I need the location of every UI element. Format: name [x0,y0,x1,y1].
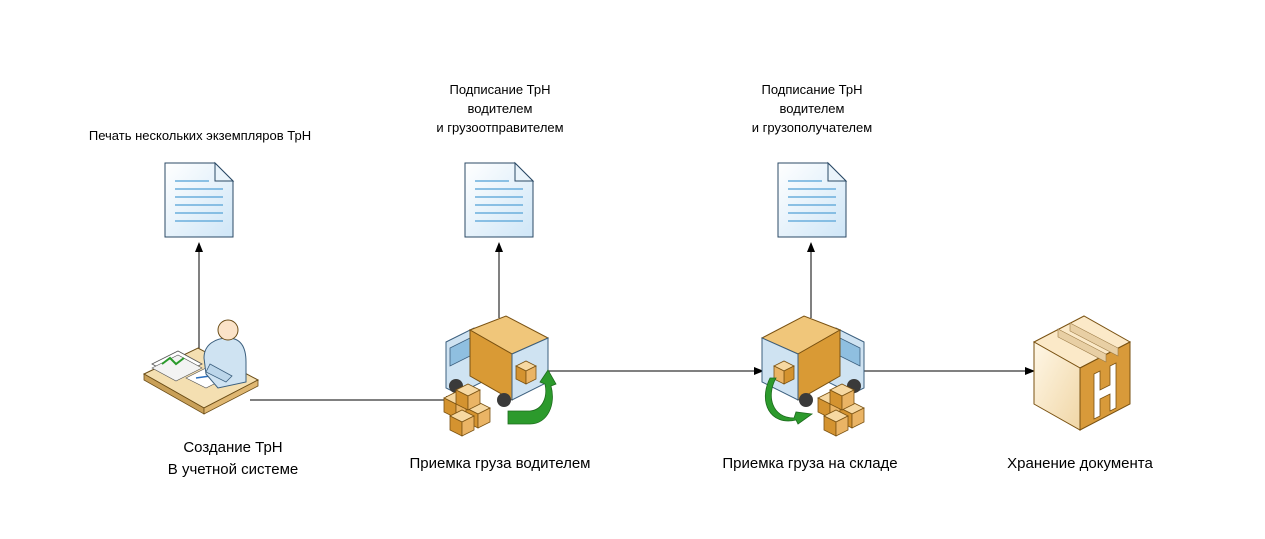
label-sign-receiver-line1: Подписание ТрН [761,82,863,97]
cargo-boxes-icon [443,383,491,437]
label-sign-sender-line1: Подписание ТрН [449,82,551,97]
label-sign-sender: Подписание ТрН водителем и грузоотправит… [410,80,590,137]
label-create: Создание ТрН В учетной системе [133,437,333,481]
document-icon [777,162,847,238]
document-icon [464,162,534,238]
loading-arrow-icon [507,369,557,425]
label-sign-receiver: Подписание ТрН водителем и грузополучате… [722,80,902,137]
delivery-truck-icon [445,315,550,407]
label-create-line2: В учетной системе [167,461,299,478]
label-warehouse-receipt: Приемка груза на складе [722,455,898,472]
connectors [195,242,1035,404]
document-icon [164,162,234,238]
unloading-arrow-icon [765,377,814,425]
label-sign-sender-line2: водителем [467,101,533,116]
label-sign-receiver-line2: водителем [779,101,845,116]
storage-box-icon [1032,315,1132,431]
label-sign-sender-line3: и грузоотправителем [436,120,564,135]
label-storage: Хранение документа [1007,455,1153,472]
person-at-desk-icon [142,319,260,415]
label-print-copies: Печать нескольких экземпляров ТрН [88,128,312,143]
label-sign-receiver-line3: и грузополучателем [751,120,873,135]
label-driver-receipt: Приемка груза водителем [409,455,591,472]
label-create-line1: Создание ТрН [183,439,283,456]
